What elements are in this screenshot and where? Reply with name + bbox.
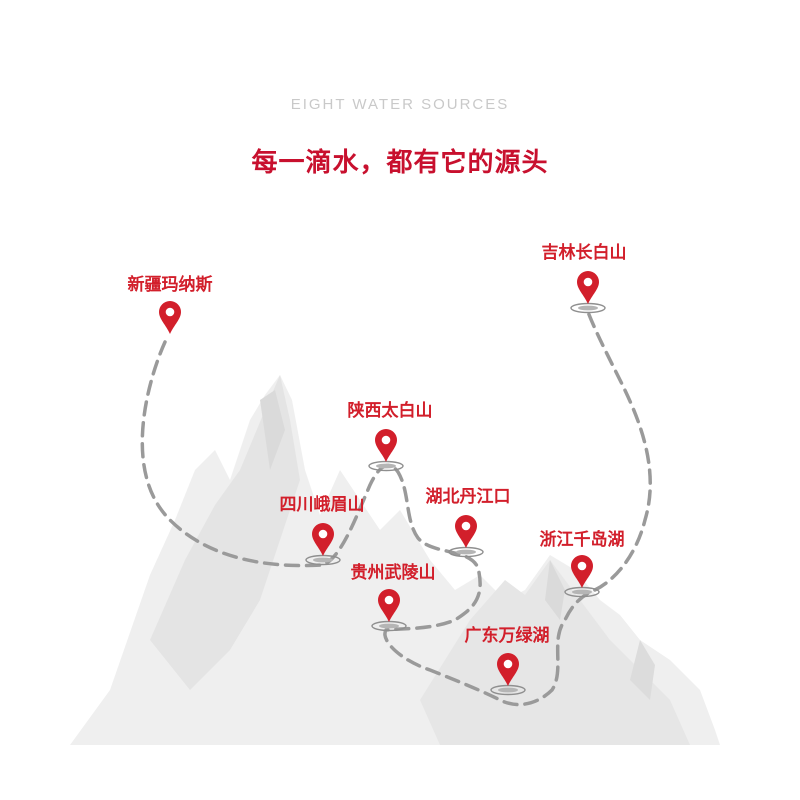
marker-zhejiang[interactable]: 浙江千岛湖 (540, 529, 625, 598)
source-label: 四川峨眉山 (280, 495, 365, 515)
source-label: 湖北丹江口 (426, 487, 511, 507)
marker-shaanxi[interactable]: 陕西太白山 (348, 400, 433, 472)
marker-sichuan[interactable]: 四川峨眉山 (280, 495, 365, 566)
location-pin-icon (159, 301, 181, 334)
mountain-range (70, 375, 720, 745)
source-label: 新疆玛纳斯 (128, 274, 213, 295)
marker-hubei[interactable]: 湖北丹江口 (426, 487, 511, 558)
subtitle: EIGHT WATER SOURCES (290, 96, 510, 113)
source-label: 陕西太白山 (348, 400, 433, 421)
source-label: 贵州武陵山 (351, 562, 436, 583)
marker-jilin[interactable]: 吉林长白山 (542, 242, 627, 314)
location-pin-icon (577, 271, 599, 304)
source-label: 吉林长白山 (542, 242, 627, 263)
pin-base-icon (570, 302, 606, 314)
marker-xinjiang[interactable]: 新疆玛纳斯 (128, 274, 213, 334)
location-pin-icon (455, 515, 477, 548)
source-label: 广东万绿湖 (465, 625, 550, 646)
marker-guizhou[interactable]: 贵州武陵山 (351, 562, 436, 632)
page-title: 每一滴水，都有它的源头 (251, 148, 549, 178)
route-lines (140, 310, 652, 707)
marker-guangdong[interactable]: 广东万绿湖 (465, 625, 550, 696)
source-label: 浙江千岛湖 (540, 529, 625, 550)
location-pin-icon (375, 429, 397, 462)
pin-base-icon (368, 460, 404, 472)
